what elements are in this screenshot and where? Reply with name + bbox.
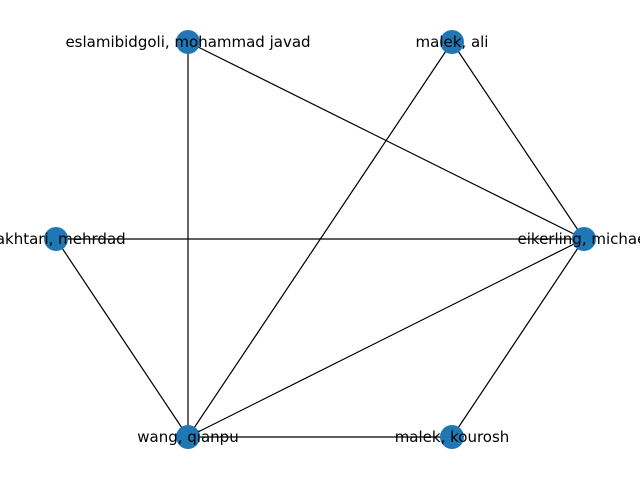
node-marker bbox=[176, 425, 200, 449]
node-malek_ali: malek, ali bbox=[416, 30, 489, 54]
node-eikerling: eikerling, michael bbox=[518, 227, 640, 251]
edge-bakhtari-wang bbox=[55, 238, 189, 438]
node-marker bbox=[44, 227, 68, 251]
node-label: eslamibidgoli, mohammad javad bbox=[65, 33, 310, 51]
node-marker bbox=[440, 30, 464, 54]
edge-wang-eikerling bbox=[187, 238, 585, 438]
node-label: eikerling, michael bbox=[518, 230, 640, 248]
node-label: wang, qianpu bbox=[137, 428, 238, 446]
node-marker bbox=[440, 425, 464, 449]
edges-layer bbox=[55, 41, 585, 438]
node-wang: wang, qianpu bbox=[137, 425, 239, 449]
edge-malek_ali-eikerling bbox=[451, 41, 585, 240]
nodes-layer: eslamibidgoli, mohammad javad malek, ali b… bbox=[0, 30, 640, 449]
node-label: malek, ali bbox=[416, 33, 489, 51]
node-bakhtari: bakhtari, mehrdad bbox=[0, 227, 126, 251]
node-label: bakhtari, mehrdad bbox=[0, 230, 126, 248]
node-label: malek, kourosh bbox=[395, 428, 510, 446]
node-malek_kourosh: malek, kourosh bbox=[395, 425, 510, 449]
node-eslamibidgoli: eslamibidgoli, mohammad javad bbox=[65, 30, 311, 54]
edge-eikerling-malek_kourosh bbox=[451, 238, 585, 438]
node-marker bbox=[176, 30, 200, 54]
node-marker bbox=[572, 227, 596, 251]
